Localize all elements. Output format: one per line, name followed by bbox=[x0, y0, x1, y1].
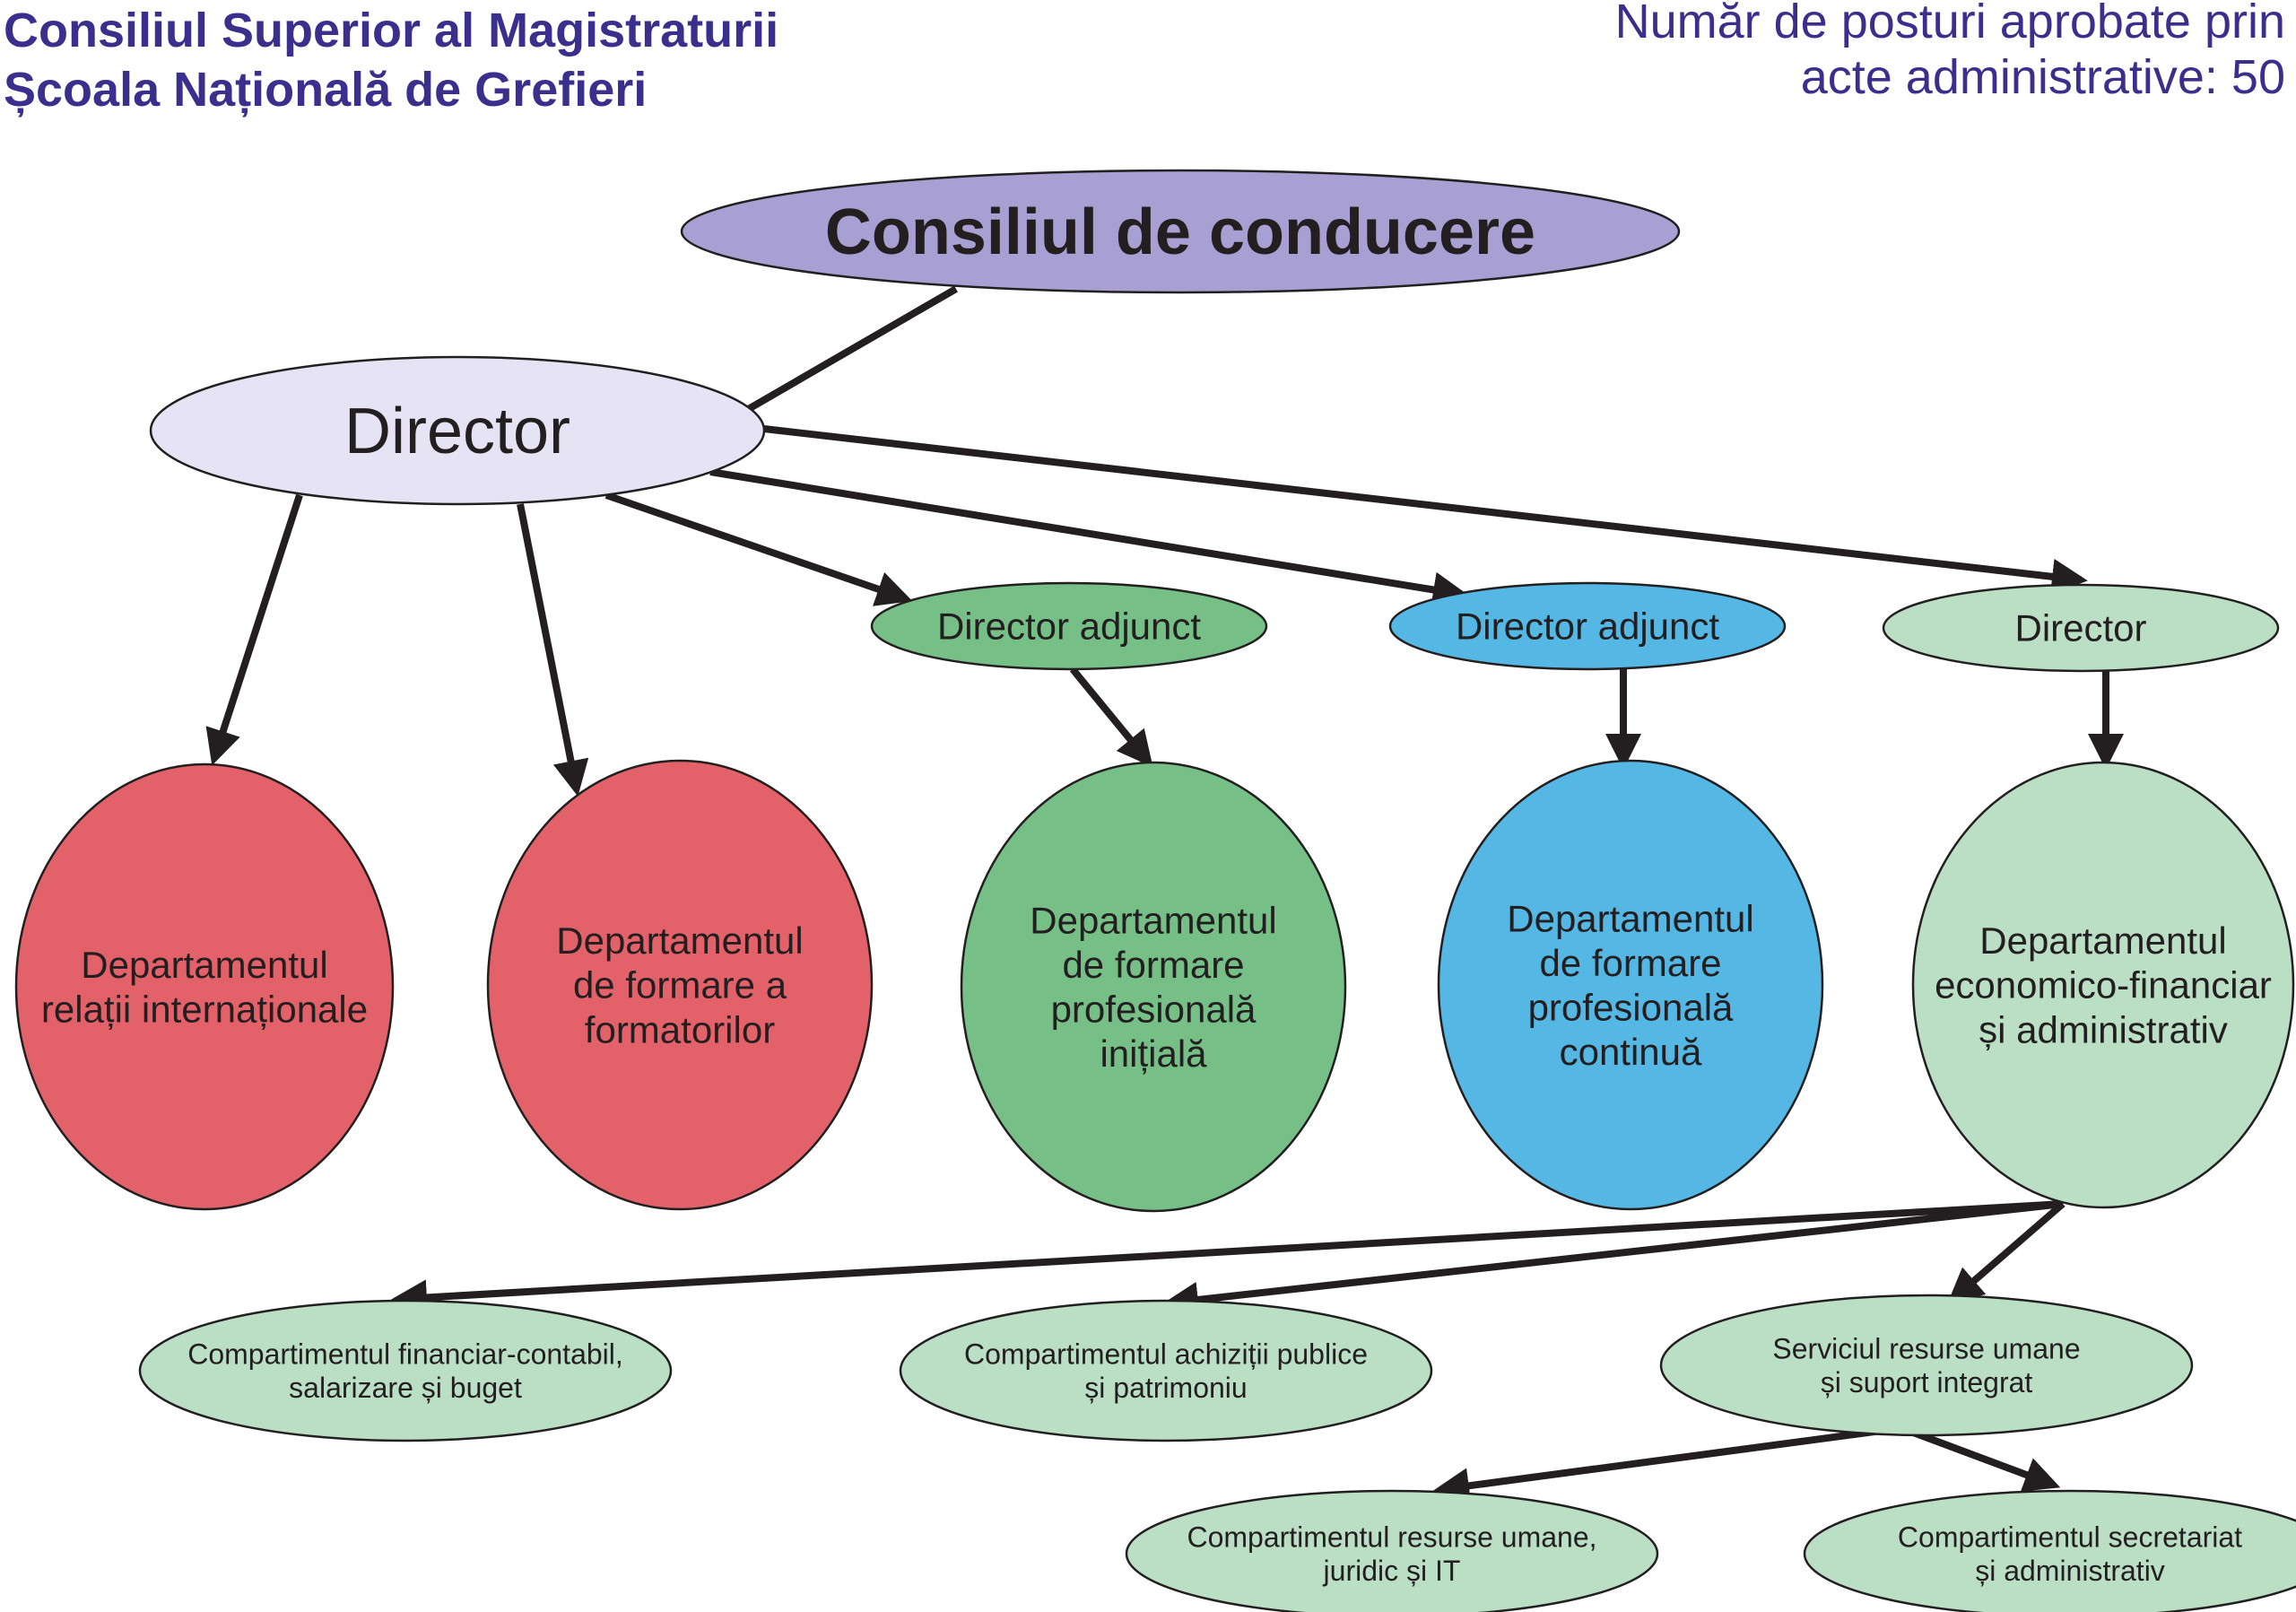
node-consiliu: Consiliul de conducere bbox=[680, 169, 1681, 294]
dept-relatii-shape bbox=[14, 762, 395, 1211]
comp-resurse-it-label: Compartimentul resurse umane, bbox=[1187, 1521, 1596, 1553]
comp-financiar-label: salarizare și buget bbox=[289, 1372, 522, 1404]
director-economic-shape bbox=[1882, 583, 2280, 673]
org-name-line1: Consiliul Superior al Magistraturii bbox=[4, 4, 778, 57]
edge-director-adjunct2 bbox=[709, 468, 1469, 608]
comp-achizitii-shape bbox=[899, 1299, 1433, 1442]
posts-count-line2: acte administrative: 50 bbox=[1801, 50, 2285, 104]
director-adjunct-1-label: Director adjunct bbox=[937, 606, 1201, 648]
org-name-line2: Școala Națională de Grefieri bbox=[4, 63, 647, 118]
comp-secretariat-label: Compartimentul secretariat bbox=[1898, 1521, 2242, 1553]
consiliu-shape bbox=[680, 169, 1681, 294]
comp-secretariat-label: și administrativ bbox=[1975, 1555, 2165, 1587]
director-general-shape bbox=[149, 355, 766, 506]
comp-financiar-label: Compartimentul financiar-contabil, bbox=[187, 1338, 623, 1370]
dept-initiala-label: Departamentul bbox=[1030, 899, 1276, 941]
dept-continua-label: Departamentul bbox=[1507, 897, 1753, 939]
director-adjunct-2-label: Director adjunct bbox=[1456, 606, 1719, 648]
dept-initiala-label: inițială bbox=[1100, 1033, 1207, 1075]
dept-continua-label: profesională bbox=[1528, 986, 1734, 1028]
node-director-general: Director bbox=[149, 355, 766, 506]
dept-economic-label: și administrativ bbox=[1979, 1008, 2228, 1050]
comp-financiar-shape bbox=[138, 1299, 673, 1442]
director-adjunct-1-shape bbox=[870, 581, 1268, 671]
dept-continua-label: de formare bbox=[1539, 942, 1721, 984]
connector-group bbox=[205, 285, 2124, 1504]
dept-continua-shape bbox=[1437, 759, 1824, 1211]
dept-initiala-label: de formare bbox=[1062, 944, 1244, 986]
comp-secretariat-shape bbox=[1803, 1489, 2296, 1612]
dept-formatori-label: formatorilor bbox=[585, 1008, 775, 1050]
director-general-label: Director bbox=[344, 396, 570, 467]
serv-resurse-shape bbox=[1659, 1294, 2194, 1437]
edge-resurse-secretariat bbox=[1900, 1425, 2061, 1492]
edge-resurse-it bbox=[1433, 1425, 1902, 1504]
edge-director-relatii bbox=[205, 493, 303, 766]
dept-relatii-label: Departamentul bbox=[81, 944, 327, 986]
dept-economic-shape bbox=[1911, 761, 2295, 1209]
edge-director-economic bbox=[763, 425, 2088, 595]
node-director-economic: Director bbox=[1882, 583, 2280, 673]
node-director-adjunct-2: Director adjunct bbox=[1388, 581, 1787, 671]
node-director-adjunct-1: Director adjunct bbox=[870, 581, 1268, 671]
edge-economic-resurse bbox=[1946, 1200, 2066, 1304]
node-comp-financiar: Compartimentul financiar-contabil,salari… bbox=[138, 1299, 673, 1442]
comp-resurse-it-shape bbox=[1125, 1489, 1659, 1612]
director-economic-label: Director bbox=[2014, 607, 2146, 649]
dept-continua-label: continuă bbox=[1560, 1031, 1702, 1073]
director-adjunct-2-shape bbox=[1388, 581, 1787, 671]
edge-economic-achizitii bbox=[1162, 1200, 2064, 1318]
edge-director-formatori bbox=[517, 503, 589, 797]
dept-formatori-label: de formare a bbox=[573, 964, 787, 1006]
serv-resurse-label: Serviciul resurse umane bbox=[1772, 1332, 2080, 1364]
comp-achizitii-label: Compartimentul achiziții publice bbox=[964, 1338, 1368, 1370]
dept-formatori-label: Departamentul bbox=[556, 919, 803, 962]
comp-resurse-it-label: juridic și IT bbox=[1323, 1555, 1461, 1587]
node-comp-resurse-it: Compartimentul resurse umane,juridic și … bbox=[1125, 1489, 1659, 1612]
dept-formatori-shape bbox=[486, 759, 874, 1211]
edge-adjunct1-initiala bbox=[1069, 667, 1153, 768]
dept-economic-label: Departamentul bbox=[1979, 919, 2226, 962]
serv-resurse-label: și suport integrat bbox=[1821, 1366, 2033, 1399]
dept-economic-label: economico-financiar bbox=[1935, 964, 2272, 1006]
consiliu-label: Consiliul de conducere bbox=[825, 196, 1535, 268]
posts-count-line1: Număr de posturi aprobate prin bbox=[1615, 0, 2285, 48]
dept-relatii-label: relații internaționale bbox=[41, 988, 368, 1030]
edge-director-adjunct1 bbox=[604, 492, 913, 606]
comp-achizitii-label: și patrimoniu bbox=[1084, 1372, 1247, 1404]
dept-initiala-label: profesională bbox=[1051, 988, 1257, 1030]
edge-economic-financiar bbox=[391, 1200, 2064, 1316]
dept-initiala-shape bbox=[960, 761, 1347, 1213]
